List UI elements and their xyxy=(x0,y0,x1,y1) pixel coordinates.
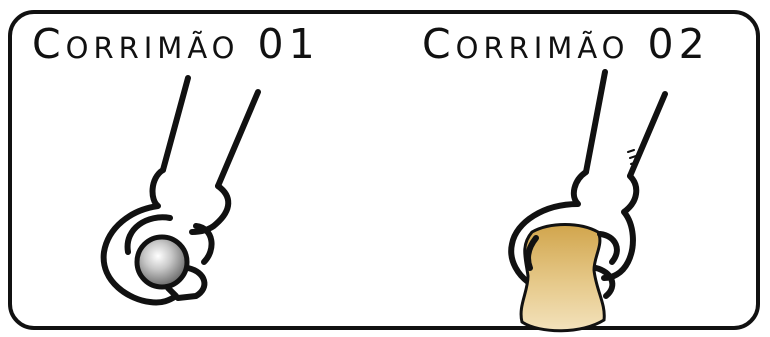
forearm-left-edge xyxy=(586,72,605,172)
knuckle-lines xyxy=(628,150,637,164)
forearm-right-edge xyxy=(218,92,258,186)
hand-back-right xyxy=(604,176,636,278)
forearm-right-edge xyxy=(630,94,665,176)
round-handrail xyxy=(137,237,187,287)
forearm-left-edge xyxy=(163,78,188,170)
